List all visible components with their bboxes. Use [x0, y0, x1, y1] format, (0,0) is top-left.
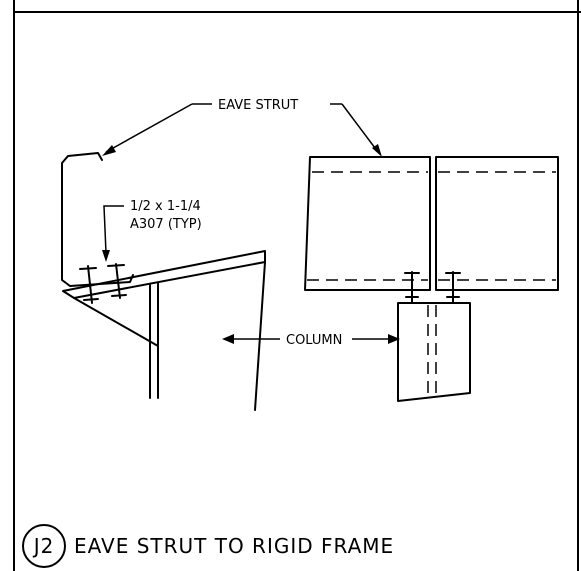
side-section-view — [61, 152, 266, 411]
detail-title: J2 EAVE STRUT TO RIGID FRAME — [22, 524, 394, 568]
bolt-left — [79, 265, 99, 304]
eave-strut-leader — [102, 103, 382, 157]
elevation-view — [304, 156, 559, 402]
bolt-elevation-right — [445, 271, 461, 303]
detail-id: J2 — [32, 534, 55, 558]
detail-bubble — [22, 524, 66, 568]
sheet-frame — [13, 0, 581, 571]
detail-title-text: EAVE STRUT TO RIGID FRAME — [74, 534, 394, 558]
eave-strut-label: EAVE STRUT — [218, 98, 298, 113]
bolt-size-label: 1/2 x 1-1/4 — [130, 199, 201, 214]
bolt-leader — [103, 205, 124, 254]
eave-strut-profile — [61, 152, 134, 287]
column-label: COLUMN — [286, 333, 342, 348]
rafter-flange — [62, 250, 266, 299]
column-leader — [222, 334, 400, 344]
bolt-right — [107, 263, 127, 299]
bolt-spec-label: A307 (TYP) — [130, 217, 202, 232]
bolt-elevation-left — [404, 271, 420, 303]
